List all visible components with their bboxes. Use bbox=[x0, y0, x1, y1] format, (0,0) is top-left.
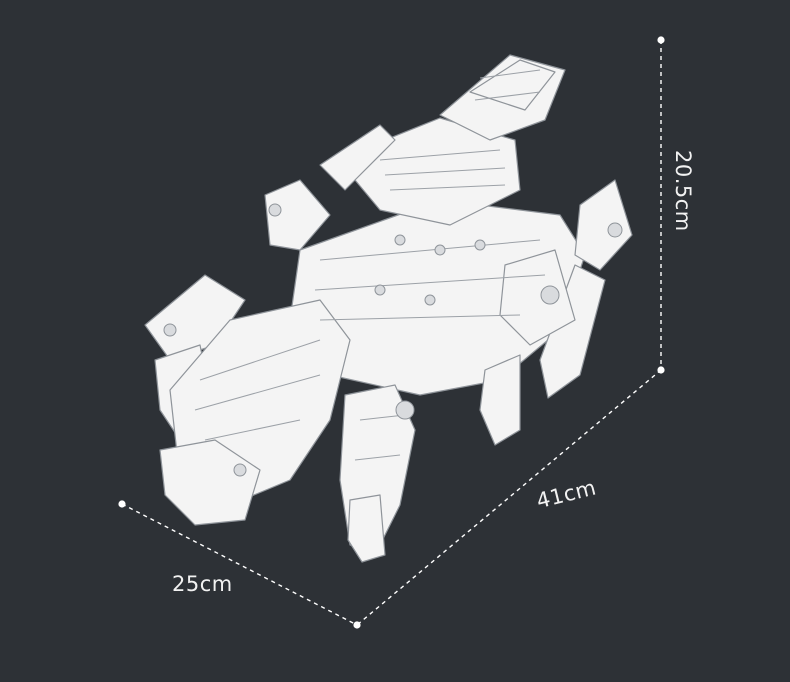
model-joint-holes bbox=[163, 203, 623, 477]
leg-mid-right bbox=[499, 249, 576, 346]
width-left-endpoint bbox=[118, 500, 126, 508]
width-dimension-line bbox=[121, 503, 358, 626]
model-panel-details bbox=[194, 69, 546, 461]
leg-back-right bbox=[574, 179, 633, 271]
width-label: 25cm bbox=[172, 572, 233, 596]
leg-mid-right-lower bbox=[479, 354, 521, 446]
height-label: 20.5cm bbox=[671, 150, 695, 232]
leg-back-right-lower bbox=[539, 264, 606, 399]
dimension-lines bbox=[121, 40, 662, 626]
leg-back-left-joint bbox=[319, 124, 396, 191]
robot-model-illustration bbox=[144, 54, 633, 563]
height-top-endpoint bbox=[657, 36, 665, 44]
front-jaw bbox=[159, 439, 261, 526]
leg-front-right-tip bbox=[347, 494, 386, 563]
length-dimension-line bbox=[356, 369, 662, 626]
corner-endpoint bbox=[657, 366, 665, 374]
dimension-endpoints bbox=[118, 36, 665, 629]
bottom-endpoint bbox=[353, 621, 361, 629]
leg-back-left bbox=[264, 179, 331, 251]
